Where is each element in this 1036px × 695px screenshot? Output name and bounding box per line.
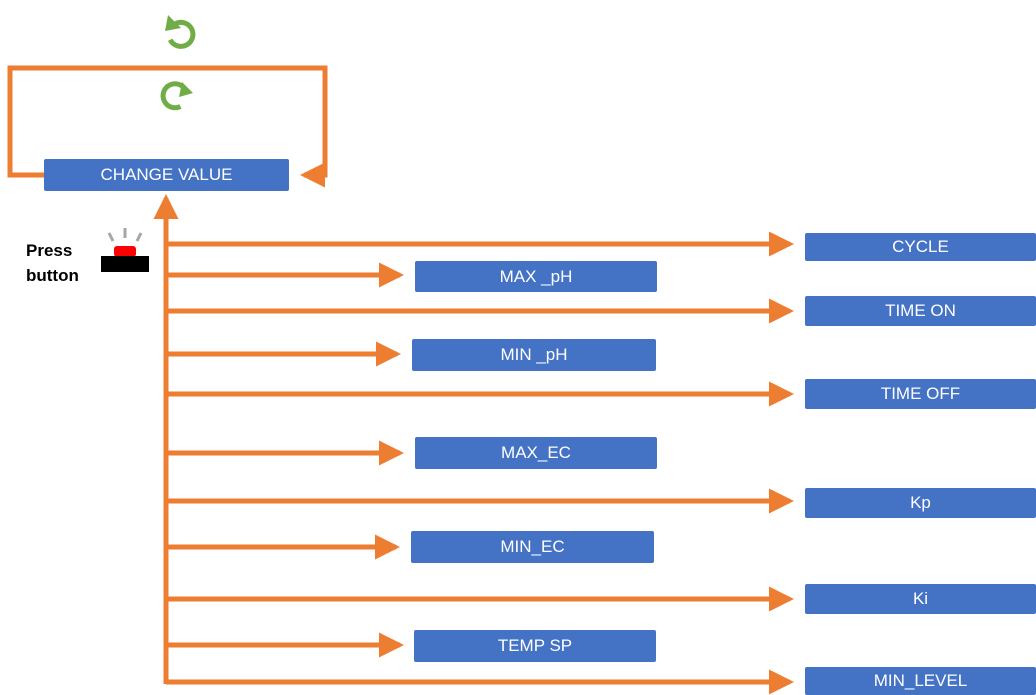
max-ph-box: MAX _pH <box>415 261 657 292</box>
kp-box: Kp <box>805 488 1036 518</box>
loop-arrow <box>7 65 328 188</box>
min-ec-box: MIN_EC <box>411 531 654 563</box>
press-label-line2: button <box>26 266 79 285</box>
push-button-icon <box>101 228 149 272</box>
cycle-box: CYCLE <box>805 233 1036 261</box>
ki-box: Ki <box>805 584 1036 614</box>
change-value-box: CHANGE VALUE <box>44 159 289 191</box>
time-off-box: TIME OFF <box>805 379 1036 409</box>
max-ec-box: MAX_EC <box>415 437 657 469</box>
press-label-line1: Press <box>26 241 73 260</box>
press-button-label: Press button <box>26 238 96 288</box>
rotate-clockwise-icon <box>160 81 193 111</box>
temp-sp-box: TEMP SP <box>414 630 656 662</box>
time-on-box: TIME ON <box>805 296 1036 326</box>
min-level-box: MIN_LEVEL <box>805 667 1036 695</box>
min-ph-box: MIN _pH <box>412 339 656 371</box>
rotate-counterclockwise-icon <box>165 15 196 49</box>
